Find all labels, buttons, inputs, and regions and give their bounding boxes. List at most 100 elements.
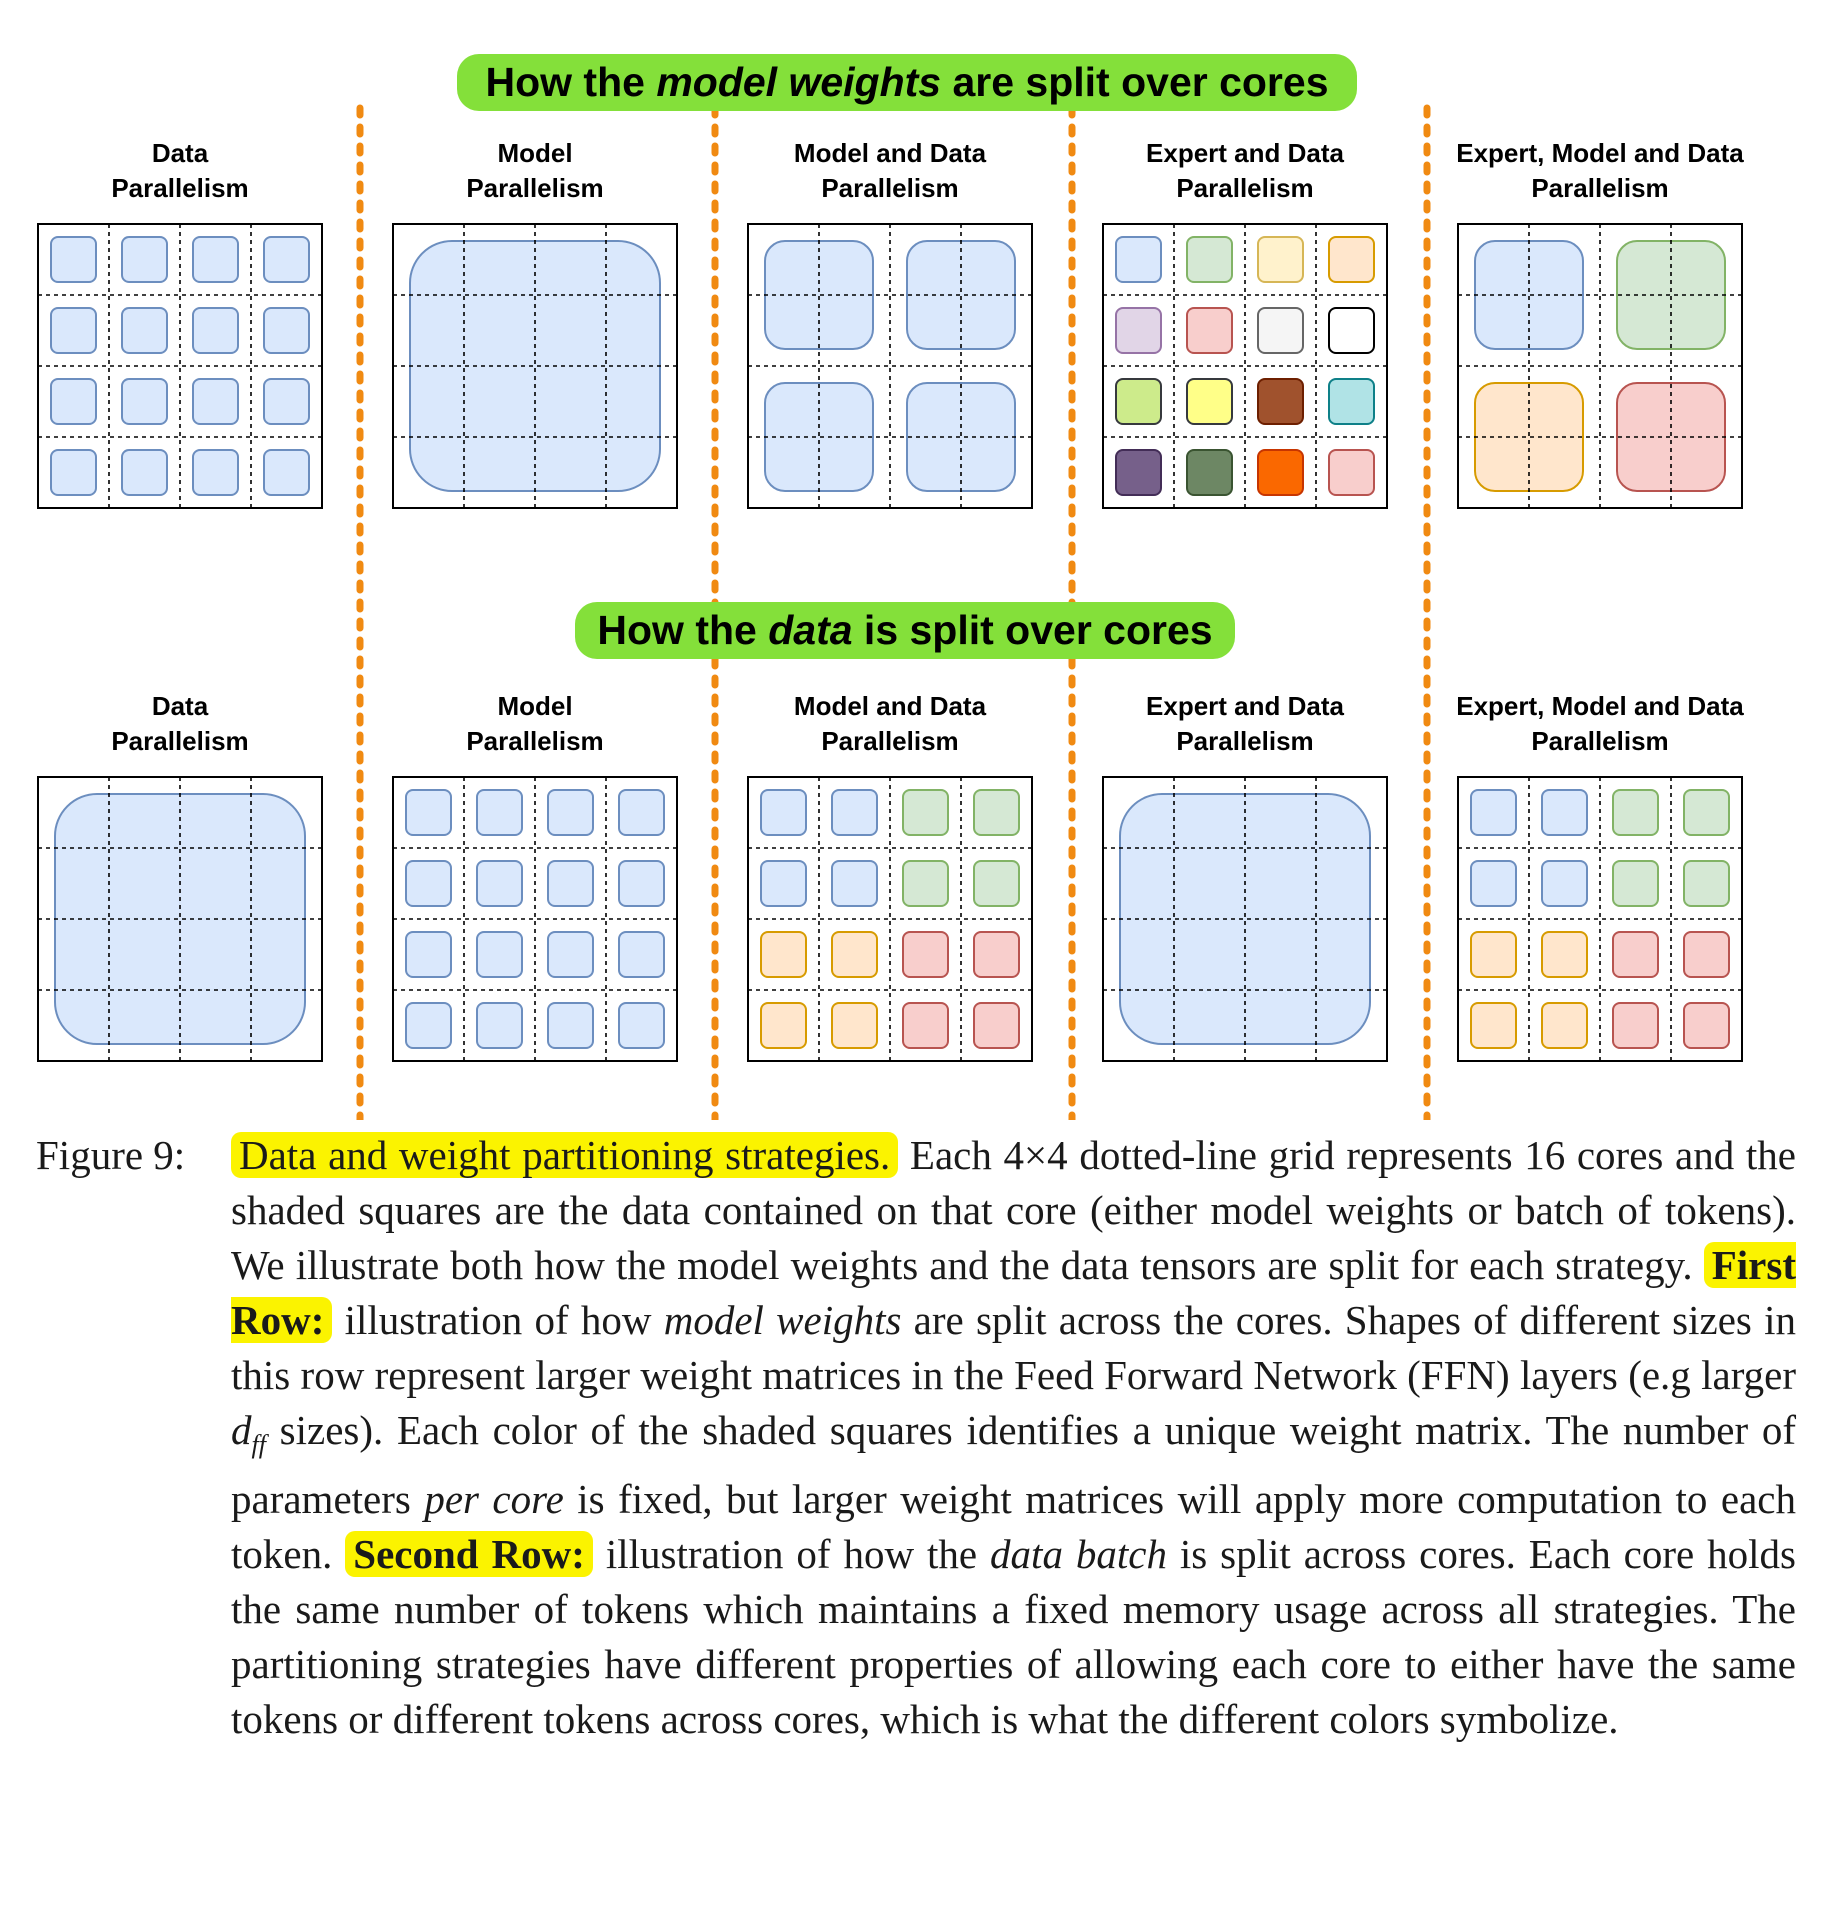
shaded-block-red: [1612, 931, 1659, 978]
shaded-block-blue: [1470, 789, 1517, 836]
caption-second-row-label: Second Row:: [345, 1531, 593, 1578]
shaded-block-blue: [263, 236, 310, 283]
panel-title-line: Expert and Data: [1146, 138, 1344, 168]
shaded-block-red: [902, 931, 949, 978]
shaded-block-green: [902, 860, 949, 907]
shaded-block-blue: [192, 449, 239, 496]
shaded-block-green: [1186, 236, 1233, 283]
shaded-block-blue: [263, 449, 310, 496]
banner-data-text: How the data is split over cores: [597, 607, 1212, 653]
shaded-block-yellow: [1186, 378, 1233, 425]
shaded-block-blue: [760, 789, 807, 836]
shaded-block-blue: [405, 931, 452, 978]
shaded-block-blue: [192, 236, 239, 283]
shaded-block-blue: [1119, 793, 1371, 1045]
shaded-block-red: [902, 1002, 949, 1049]
banner-model-weights-background: [457, 54, 1357, 111]
caption-label: Figure 9:: [36, 1132, 186, 1178]
shaded-block-blue: [1541, 789, 1588, 836]
shaded-block-blue: [50, 307, 97, 354]
caption-highlight: Data and weight partitioning strategies.: [231, 1132, 899, 1178]
shaded-block-blue: [50, 449, 97, 496]
shaded-block-blue: [547, 931, 594, 978]
shaded-block-blue: [263, 378, 310, 425]
panel-title-line: Parallelism: [111, 173, 248, 203]
shaded-block-orange: [1328, 236, 1375, 283]
shaded-block-ltyellow: [1257, 236, 1304, 283]
shaded-block-blue: [547, 860, 594, 907]
shaded-block-orange: [760, 1002, 807, 1049]
shaded-block-blue: [618, 789, 665, 836]
shaded-block-blue: [1115, 236, 1162, 283]
shaded-block-purple: [1115, 307, 1162, 354]
shaded-block-orange: [1541, 1002, 1588, 1049]
shaded-block-blue: [760, 860, 807, 907]
caption-text: are split across the cores. Shapes of di…: [231, 1297, 1797, 1398]
caption-text: is split across cores. Each core holds t…: [231, 1531, 1796, 1743]
partitioning-diagram: How the model weights are split over cor…: [37, 54, 1744, 1120]
shaded-block-blue: [263, 307, 310, 354]
shaded-block-teal: [1328, 378, 1375, 425]
shaded-block-blue: [121, 236, 168, 283]
shaded-block-orange: [1470, 931, 1517, 978]
caption-text: illustration of how: [332, 1297, 664, 1343]
shaded-block-blue: [476, 931, 523, 978]
shaded-block-red: [1612, 1002, 1659, 1049]
shaded-block-blue: [547, 1002, 594, 1049]
shaded-block-blue: [831, 860, 878, 907]
caption-text: sizes). Each color of the shaded squares…: [231, 1407, 1796, 1523]
shaded-block-red: [1683, 1002, 1730, 1049]
shaded-block-green: [1612, 789, 1659, 836]
panel-title-line: Parallelism: [821, 726, 958, 756]
shaded-block-blue: [1470, 860, 1517, 907]
shaded-block-blue: [121, 449, 168, 496]
panel-title-line: Parallelism: [466, 173, 603, 203]
caption-body: Data and weight partitioning strategies.…: [231, 1128, 1796, 1747]
panel-title-line: Data: [152, 691, 209, 721]
shaded-block-blue: [50, 378, 97, 425]
shaded-block-red: [973, 1002, 1020, 1049]
shaded-block-green: [902, 789, 949, 836]
shaded-block-blue: [54, 793, 306, 1045]
shaded-block-blue: [192, 307, 239, 354]
shaded-block-white: [1328, 307, 1375, 354]
shaded-block-brown: [1257, 378, 1304, 425]
shaded-block-blue: [1541, 860, 1588, 907]
panel-title-line: Expert, Model and Data: [1456, 691, 1744, 721]
shaded-block-blue: [192, 378, 239, 425]
shaded-block-blue: [618, 1002, 665, 1049]
panel-title-line: Data: [152, 138, 209, 168]
shaded-block-green: [1683, 860, 1730, 907]
caption-text: is fixed, but larger weight matrices wil…: [231, 1476, 1796, 1578]
shaded-block-green: [1612, 860, 1659, 907]
shaded-block-blue: [405, 1002, 452, 1049]
shaded-block-red: [1186, 307, 1233, 354]
panel-title-line: Parallelism: [1176, 173, 1313, 203]
shaded-block-blue: [121, 378, 168, 425]
shaded-block-red: [1683, 931, 1730, 978]
panel-title-line: Parallelism: [1531, 726, 1668, 756]
panel-title-line: Parallelism: [111, 726, 248, 756]
caption-emphasis: per core: [424, 1476, 564, 1523]
shaded-block-gray: [1257, 307, 1304, 354]
panel-title-line: Parallelism: [466, 726, 603, 756]
caption-text: illustration of how the: [592, 1531, 991, 1578]
panel-title-line: Model and Data: [794, 138, 987, 168]
shaded-block-orange: [831, 1002, 878, 1049]
panel-title-line: Model: [497, 138, 572, 168]
shaded-block-blue: [476, 789, 523, 836]
shaded-block-blue: [618, 931, 665, 978]
panel-title-line: Parallelism: [821, 173, 958, 203]
banner-data: How the data is split over cores: [575, 602, 1235, 659]
figure-caption: Figure 9: Data and weight partitioning s…: [36, 1128, 1796, 1747]
shaded-block-blue: [121, 307, 168, 354]
